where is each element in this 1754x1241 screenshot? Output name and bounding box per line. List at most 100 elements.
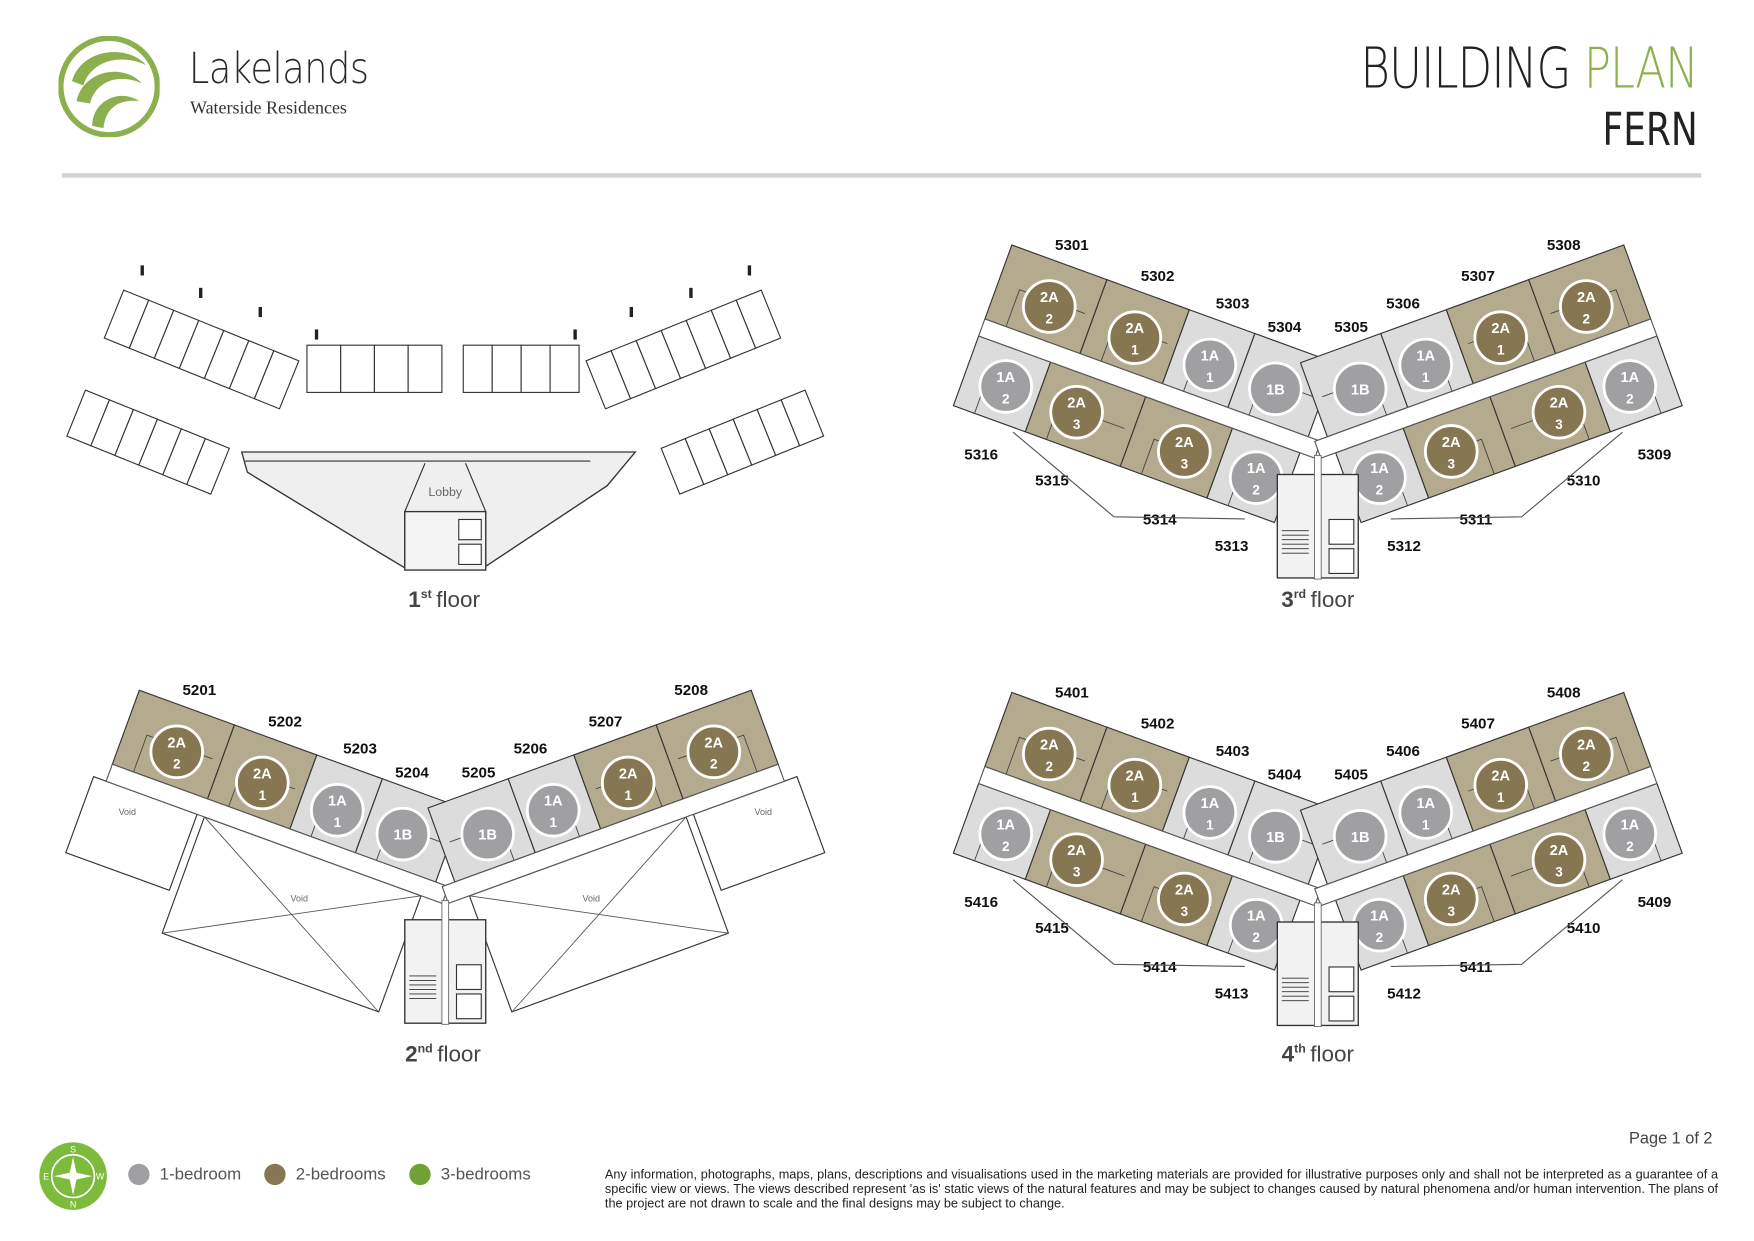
unit-type-variant: 1 [549, 815, 557, 830]
brand-tagline: Waterside Residences [190, 98, 347, 119]
unit-type-variant: 2 [1376, 930, 1383, 945]
parking-row [66, 389, 231, 495]
unit-type-code: 1A [996, 370, 1015, 386]
unit-number: 5402 [1141, 715, 1175, 732]
unit-type-badge [1473, 310, 1529, 365]
unit-number: 5202 [268, 713, 302, 730]
unit-type-variant: 1 [1422, 370, 1430, 385]
unit-type-variant: 3 [1555, 417, 1563, 432]
unit-number: 5406 [1386, 743, 1420, 760]
lift-icon [455, 993, 482, 1020]
unit-type-code: 1A [1201, 348, 1220, 364]
unit-type-variant: 3 [1181, 904, 1189, 919]
bollard-icon [629, 306, 634, 318]
parking-bay [660, 437, 705, 495]
parking-bay [306, 344, 342, 393]
unit-number: 5314 [1143, 512, 1177, 529]
unit-number: 5208 [674, 682, 708, 699]
page-number: Page 1 of 2 [1629, 1130, 1713, 1149]
unit-type-variant: 1 [1131, 790, 1139, 805]
void-label: Void [583, 894, 600, 904]
unit-number: 5414 [1143, 959, 1177, 976]
unit-type-code: 2A [1067, 843, 1086, 859]
unit-type-badge [978, 806, 1034, 862]
unit-type-badge [1531, 832, 1587, 887]
unit-type-variant: 2 [1583, 759, 1591, 774]
unit-type-code: 2A [1442, 435, 1461, 451]
unit-type-badge [1602, 359, 1658, 414]
parking-row [103, 289, 300, 410]
unit-number: 5306 [1386, 295, 1420, 312]
unit-type-code: 2A [1491, 321, 1510, 337]
unit-number: 5206 [514, 741, 548, 758]
core-corridor [441, 900, 450, 1025]
void-diagonal [204, 816, 380, 1013]
floor-number: 3 [1281, 587, 1294, 612]
unit-type-badge [149, 724, 205, 780]
unit-number: 5411 [1459, 959, 1492, 976]
unit-number: 5308 [1547, 237, 1581, 254]
parking-bay [549, 344, 580, 393]
unit-type-code: 1B [1266, 382, 1285, 398]
unit-number: 5304 [1268, 319, 1302, 336]
unit-number: 5416 [964, 894, 998, 911]
unit-type-code: 1A [328, 794, 347, 810]
unit-type-code: 2A [253, 766, 272, 782]
unit-type-code: 2A [1175, 882, 1194, 898]
unit-number: 5312 [1387, 538, 1421, 555]
unit-type-badge [1559, 279, 1614, 334]
legend-label: 2-bedrooms [295, 1164, 386, 1184]
unit-type-code: 2A [1126, 769, 1145, 785]
balcony-outline [1390, 431, 1623, 520]
unit-type-badge [1398, 337, 1454, 393]
unit-type-badge [1332, 361, 1388, 417]
parking-row [306, 344, 443, 393]
unit-type-variant: 2 [1376, 483, 1383, 498]
unit-number: 5408 [1547, 684, 1581, 701]
unit-number: 5307 [1461, 268, 1495, 285]
floor-ordinal: st [421, 587, 432, 601]
unit-type-code: 1B [478, 828, 497, 844]
legend-swatch [128, 1163, 150, 1186]
floor-word: floor [1311, 587, 1355, 612]
unit-type-code: 1A [544, 794, 563, 810]
unit-type-code: 2A [1040, 738, 1059, 754]
unit-number: 5313 [1215, 538, 1249, 555]
balcony-outline [1390, 879, 1623, 967]
unit-type-badge [1157, 424, 1212, 479]
unit-type-badge [1602, 806, 1658, 862]
lobby-label: Lobby [428, 485, 462, 499]
floor-ordinal: rd [1294, 587, 1306, 601]
unit-type-badge [525, 782, 581, 838]
unit-type-variant: 2 [1046, 311, 1054, 326]
unit-type-code: 1A [1620, 817, 1639, 833]
unit-type-code: 1B [1351, 382, 1370, 398]
unit-type-variant: 3 [1073, 417, 1081, 432]
parking-bay [186, 437, 231, 495]
corridor [441, 763, 786, 905]
disclaimer-text: Any information, photographs, maps, plan… [604, 1168, 1719, 1211]
unit-type-variant: 1 [1497, 790, 1505, 805]
compass-s-label: S [70, 1145, 76, 1155]
unit-type-code: 2A [1175, 435, 1194, 451]
unit-type-variant: 2 [1626, 839, 1633, 854]
parking-bay [585, 350, 632, 410]
floor-word: floor [437, 1041, 481, 1066]
unit-type-badge [1049, 384, 1104, 440]
unit-type-variant: 1 [334, 815, 342, 830]
unit-number: 5413 [1215, 985, 1249, 1002]
corridor [977, 765, 1322, 907]
unit-type-variant: 2 [710, 757, 718, 772]
corridor [105, 763, 450, 905]
unit-type-badge [1022, 279, 1077, 334]
parking-bay [491, 344, 522, 393]
legend-label: 3-bedrooms [440, 1164, 531, 1184]
floor-ordinal: nd [418, 1041, 433, 1055]
unit-type-variant: 3 [1555, 865, 1563, 880]
unit-number: 5310 [1567, 473, 1601, 490]
unit-type-variant: 1 [1497, 343, 1505, 358]
parking-bay [253, 350, 300, 410]
